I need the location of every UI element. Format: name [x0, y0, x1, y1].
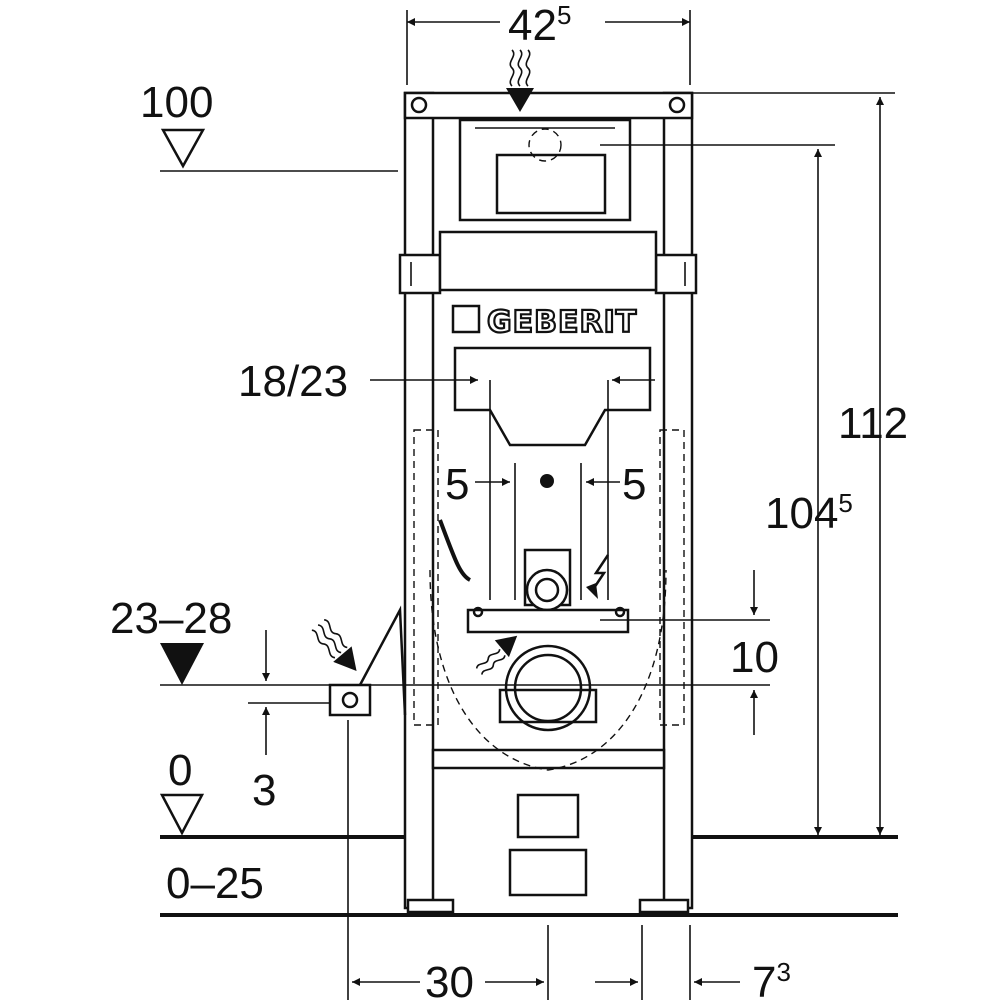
water-wave-icon — [475, 635, 518, 675]
wc-pan-outline — [413, 429, 685, 771]
pipes — [328, 380, 630, 897]
dim-value-3: 3 — [252, 766, 276, 815]
dim-width-top: 425 — [508, 0, 571, 50]
water-wave-icon — [506, 49, 534, 112]
frame-foot-right — [638, 898, 690, 914]
dim-bottom-7-3: 73 — [752, 957, 791, 1000]
supply-pipe-left — [358, 605, 407, 716]
frame-lower-beam — [431, 748, 666, 770]
frame-top-rail — [403, 91, 694, 120]
water-wave-icon — [311, 619, 357, 671]
frame-side-bracket-left — [398, 253, 442, 295]
mounting-bracket — [466, 608, 630, 634]
reference-lines — [160, 10, 898, 1000]
cistern-tank — [438, 230, 658, 292]
supply-connector-left — [328, 683, 372, 717]
installation-frame — [398, 91, 698, 914]
dim-bottom-30: 30 — [425, 958, 474, 1000]
dim-level-100: 100 — [140, 78, 213, 127]
brand-logo-text: GEBERIT — [487, 305, 637, 340]
triangle-level-icon — [160, 128, 206, 169]
frame-side-bracket-right — [654, 253, 698, 295]
triangle-level-icon — [160, 643, 204, 685]
dim-offset-left-5: 5 — [445, 460, 469, 509]
triangle-level-icon — [159, 793, 205, 836]
drain-stub-lower — [508, 848, 588, 897]
dimension-labels: 425 100 112 1045 18/23 5 5 23–28 10 3 0 … — [110, 0, 908, 1000]
dim-spacing-18-23: 18/23 — [238, 357, 348, 406]
flush-plate-opening — [495, 153, 607, 215]
dim-height-104-5: 1045 — [765, 488, 853, 538]
lightning-icon — [586, 554, 610, 599]
supply-hose-left — [438, 519, 472, 582]
center-point-marker — [540, 474, 554, 488]
cistern-lower-body — [453, 346, 652, 447]
dim-range-0-25: 0–25 — [166, 859, 264, 908]
cistern: GEBERIT — [438, 118, 658, 447]
dim-range-23-28: 23–28 — [110, 594, 232, 643]
drain-pipe-outer — [504, 644, 592, 732]
drain-stub-upper — [516, 793, 580, 839]
dim-value-10: 10 — [730, 633, 779, 682]
dim-level-0: 0 — [168, 746, 192, 795]
frame-bolt-left — [410, 96, 428, 114]
brand-logo-mark — [451, 304, 481, 334]
frame-left-upright — [403, 91, 435, 910]
frame-bolt-right — [668, 96, 686, 114]
frame-foot-left — [406, 898, 455, 914]
dim-height-112: 112 — [838, 399, 908, 448]
frame-right-upright — [662, 91, 694, 910]
dim-offset-right-5: 5 — [622, 460, 646, 509]
